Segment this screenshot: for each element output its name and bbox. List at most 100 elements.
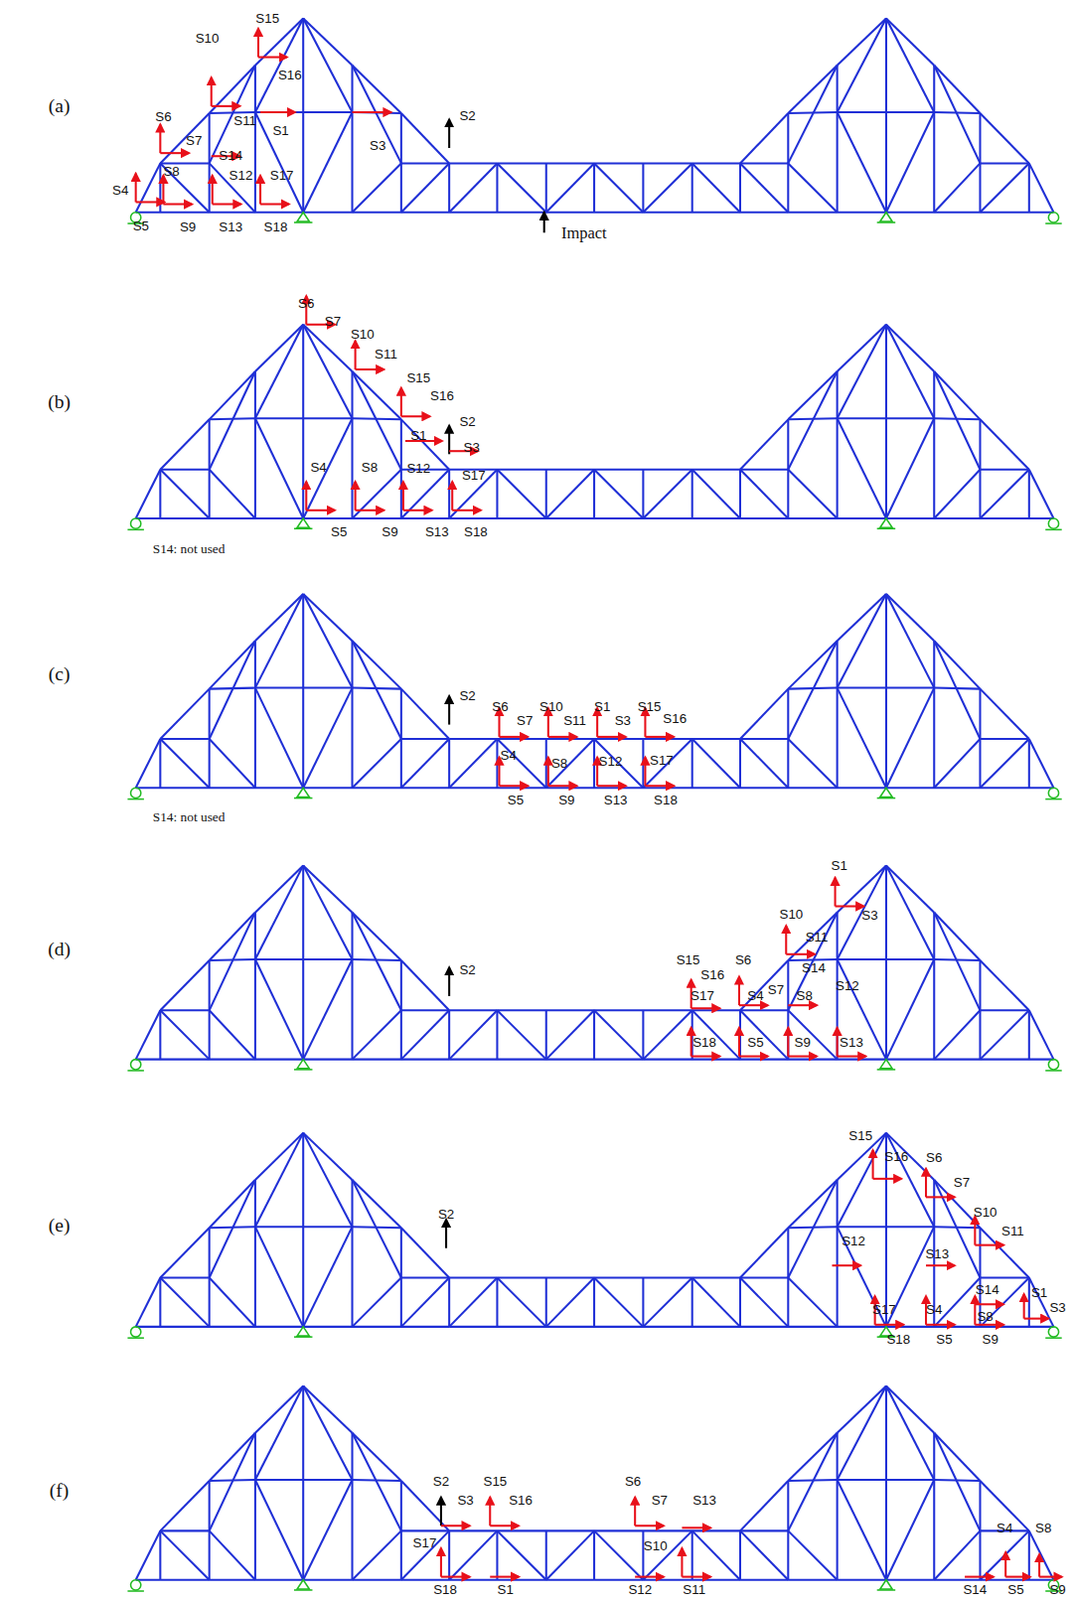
truss-member bbox=[691, 739, 694, 788]
truss-member bbox=[448, 739, 451, 788]
truss-member bbox=[641, 1010, 644, 1060]
pin-support bbox=[297, 212, 309, 222]
truss-member bbox=[302, 865, 305, 960]
truss-member bbox=[979, 1009, 1029, 1012]
truss-member bbox=[255, 1479, 353, 1482]
sensor-label: S16 bbox=[700, 968, 725, 982]
sensor-label: S10 bbox=[539, 699, 564, 713]
truss-member bbox=[352, 65, 402, 164]
truss-member bbox=[739, 1010, 742, 1060]
truss-member bbox=[933, 469, 980, 519]
pin-support bbox=[880, 787, 893, 797]
sensor-label: S4 bbox=[747, 988, 764, 1002]
sensor-label: S13 bbox=[425, 525, 450, 539]
sensor-label: S4 bbox=[925, 1303, 942, 1317]
sensor-arrow-horizontal bbox=[258, 56, 288, 59]
sensor-arrow-vertical bbox=[872, 1150, 875, 1180]
sensor-arrow-horizontal bbox=[875, 1324, 905, 1327]
sensor-arrow-vertical bbox=[543, 212, 546, 234]
sensor-label: S1 bbox=[594, 699, 611, 713]
pin-support bbox=[297, 1060, 309, 1070]
truss-member bbox=[933, 1433, 980, 1533]
truss-member bbox=[208, 469, 211, 519]
sensor-label: S11 bbox=[682, 1582, 706, 1596]
sensor-label: S2 bbox=[438, 1208, 455, 1222]
sensor-arrow-horizontal bbox=[548, 784, 578, 787]
truss-member bbox=[303, 1480, 352, 1581]
roller-support bbox=[131, 787, 142, 798]
panel-letter: (b) bbox=[47, 391, 71, 412]
sensor-label: S3 bbox=[1049, 1301, 1066, 1315]
support-ground bbox=[1045, 529, 1062, 532]
truss-member bbox=[209, 640, 256, 740]
truss-member bbox=[978, 469, 981, 519]
sensor-arrow-horizontal bbox=[452, 509, 481, 512]
truss-member bbox=[495, 1278, 498, 1328]
truss-member bbox=[837, 17, 887, 65]
sensor-label: S2 bbox=[459, 108, 475, 122]
truss-member bbox=[352, 162, 402, 212]
sensor-label: S7 bbox=[651, 1494, 668, 1508]
truss-member bbox=[400, 1010, 403, 1060]
support-ground bbox=[877, 1589, 896, 1592]
truss-member bbox=[159, 1010, 209, 1060]
truss-member bbox=[302, 959, 305, 1061]
truss-member bbox=[352, 640, 402, 689]
truss-member bbox=[495, 469, 498, 519]
sensor-label: S13 bbox=[924, 1246, 949, 1260]
truss-member bbox=[886, 594, 934, 641]
truss-member bbox=[978, 162, 981, 212]
panel-letter: (e) bbox=[48, 1215, 71, 1235]
truss-member bbox=[978, 960, 981, 1011]
truss-member bbox=[255, 324, 304, 420]
truss-member bbox=[400, 739, 403, 788]
truss-member bbox=[303, 418, 352, 519]
truss-member bbox=[837, 1480, 887, 1581]
truss-member bbox=[836, 913, 839, 960]
sensor-arrow-vertical bbox=[680, 1548, 683, 1578]
truss-member bbox=[352, 1278, 402, 1328]
sensor-arrow-vertical bbox=[448, 426, 451, 456]
truss-member bbox=[594, 1531, 643, 1580]
sensor-arrow-vertical bbox=[497, 757, 500, 786]
sensor-label: S10 bbox=[778, 908, 803, 921]
sensor-label: S12 bbox=[229, 168, 254, 182]
truss-member bbox=[159, 468, 209, 471]
truss-member bbox=[740, 1009, 788, 1012]
truss-member bbox=[400, 960, 403, 1011]
sensor-label: S6 bbox=[624, 1474, 641, 1488]
truss-member bbox=[208, 419, 211, 469]
truss-member bbox=[885, 959, 888, 1061]
truss-member bbox=[159, 1009, 209, 1012]
sensor-arrow-vertical bbox=[836, 1028, 839, 1058]
sensor-arrow-horizontal bbox=[739, 1004, 768, 1007]
truss-member bbox=[886, 1385, 934, 1481]
sensor-label: S3 bbox=[457, 1494, 473, 1508]
sensor-arrow-vertical bbox=[257, 28, 260, 58]
truss-member bbox=[692, 1531, 741, 1580]
note-text: S14: not used bbox=[153, 542, 226, 556]
truss-member bbox=[740, 1530, 788, 1533]
truss-member bbox=[303, 688, 352, 789]
sensor-label: S8 bbox=[361, 460, 378, 474]
sensor-arrow-horizontal bbox=[403, 509, 433, 512]
truss-member bbox=[740, 1277, 788, 1280]
truss-member bbox=[303, 959, 352, 1061]
sensor-label: S5 bbox=[1007, 1582, 1024, 1596]
truss-member bbox=[979, 1531, 1029, 1580]
truss-member bbox=[255, 17, 304, 113]
truss-member bbox=[837, 417, 935, 420]
sensor-arrow-horizontal bbox=[787, 1004, 817, 1007]
sensor-label: S10 bbox=[195, 30, 220, 44]
truss-member bbox=[1029, 739, 1055, 788]
sensor-label: S1 bbox=[410, 429, 427, 443]
truss-member bbox=[885, 112, 888, 213]
truss-member bbox=[642, 1010, 692, 1060]
truss-member bbox=[593, 1278, 596, 1328]
sensor-label: S8 bbox=[1035, 1522, 1052, 1535]
truss-member bbox=[786, 739, 789, 788]
sensor-label: S15 bbox=[482, 1474, 507, 1488]
sensor-arrow-horizontal bbox=[964, 1576, 994, 1579]
truss-member bbox=[692, 739, 741, 788]
truss-member bbox=[401, 162, 450, 212]
